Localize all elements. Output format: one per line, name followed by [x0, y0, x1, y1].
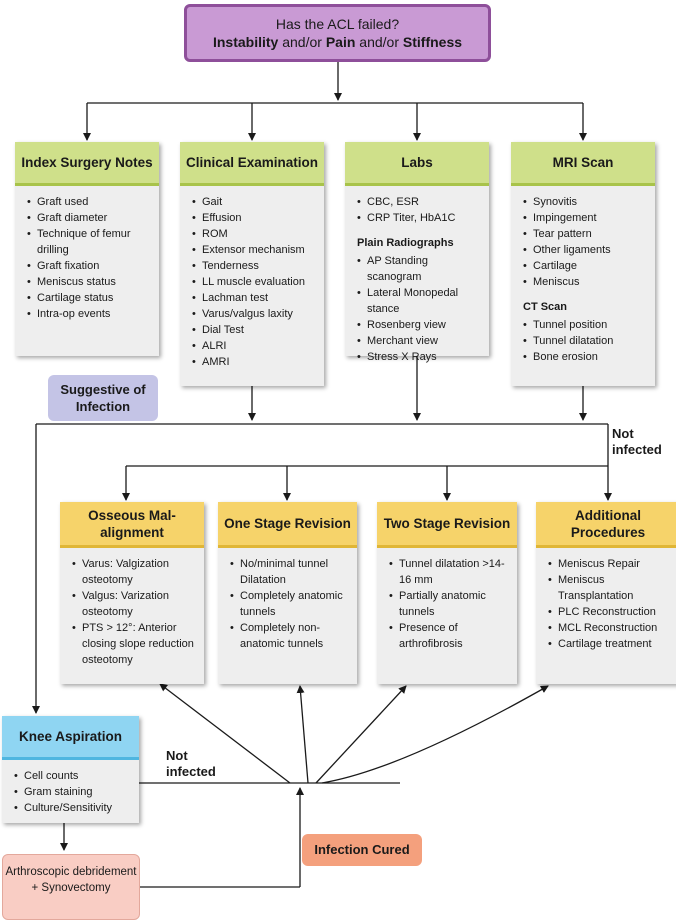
card-title: Index Surgery Notes — [15, 142, 159, 186]
card-one-stage-revision: One Stage Revision No/minimal tunnel Dil… — [218, 502, 357, 684]
card-list: SynovitisImpingementTear patternOther li… — [511, 186, 655, 296]
list-item: Other ligaments — [523, 242, 649, 258]
list-item: CBC, ESR — [357, 194, 483, 210]
list-item: Tear pattern — [523, 226, 649, 242]
list-item: Extensor mechanism — [192, 242, 318, 258]
list-item: Culture/Sensitivity — [14, 800, 133, 816]
list-item: Merchant view — [357, 333, 483, 349]
list-item: Synovitis — [523, 194, 649, 210]
list-item: Tunnel dilatation >14-16 mm — [389, 556, 511, 588]
list-item: AP Standing scanogram — [357, 253, 483, 285]
conjunction: and/or — [355, 34, 403, 50]
list-item: Cell counts — [14, 768, 133, 784]
card-list: No/minimal tunnel DilatationCompletely a… — [218, 548, 357, 658]
list-item: No/minimal tunnel Dilatation — [230, 556, 351, 588]
card-list: Graft usedGraft diameterTechnique of fem… — [15, 186, 159, 328]
list-item: Meniscus Repair — [548, 556, 674, 572]
card-list: Varus: Valgization osteotomyValgus: Vari… — [60, 548, 204, 674]
symptom-pain: Pain — [325, 34, 356, 50]
list-item: AMRI — [192, 354, 318, 370]
list-item: Gram staining — [14, 784, 133, 800]
list-item: Meniscus — [523, 274, 649, 290]
symptom-instability: Instability — [212, 34, 279, 50]
list-item: Cartilage treatment — [548, 636, 674, 652]
list-item: ROM — [192, 226, 318, 242]
list-item: PTS > 12°: Anterior closing slope reduct… — [72, 620, 198, 668]
card-title: One Stage Revision — [218, 502, 357, 548]
list-item: Stress X Rays — [357, 349, 483, 365]
list-item: Varus: Valgization osteotomy — [72, 556, 198, 588]
card-two-stage-revision: Two Stage Revision Tunnel dilatation >14… — [377, 502, 517, 684]
list-item: Bone erosion — [523, 349, 649, 365]
card-mri-scan: MRI Scan SynovitisImpingementTear patter… — [511, 142, 655, 386]
list-item: LL muscle evaluation — [192, 274, 318, 290]
list-item: Graft diameter — [27, 210, 153, 226]
list-item: Meniscus status — [27, 274, 153, 290]
card-subtitle: CT Scan — [523, 301, 568, 313]
card-title: Two Stage Revision — [377, 502, 517, 548]
card-title: MRI Scan — [511, 142, 655, 186]
suggestive-of-infection-label: Suggestive of Infection — [48, 375, 158, 421]
card-sublist: AP Standing scanogramLateral Monopedal s… — [345, 251, 489, 371]
conjunction: and/or — [278, 34, 326, 50]
list-item: PLC Reconstruction — [548, 604, 674, 620]
card-list: Tunnel dilatation >14-16 mmPartially ana… — [377, 548, 517, 658]
card-clinical-examination: Clinical Examination GaitEffusionROMExte… — [180, 142, 324, 386]
list-item: Completely non-anatomic tunnels — [230, 620, 351, 652]
list-item: ALRI — [192, 338, 318, 354]
list-item: Gait — [192, 194, 318, 210]
not-infected-label-top: Not infected — [612, 426, 662, 457]
card-list: Cell countsGram stainingCulture/Sensitiv… — [2, 760, 139, 822]
arthroscopic-debridement-box: Arthroscopic debridement + Synovectomy — [2, 854, 140, 920]
card-index-surgery-notes: Index Surgery Notes Graft usedGraft diam… — [15, 142, 159, 356]
list-item: Cartilage status — [27, 290, 153, 306]
list-item: Lateral Monopedal stance — [357, 285, 483, 317]
list-item: Graft used — [27, 194, 153, 210]
acl-failed-symptoms: Instability and/or Pain and/or Stiffness — [187, 33, 488, 51]
list-item: Graft fixation — [27, 258, 153, 274]
card-title: Osseous Mal-alignment — [60, 502, 204, 548]
card-labs: Labs CBC, ESRCRP Titer, HbA1C Plain Radi… — [345, 142, 489, 365]
list-item: Tunnel position — [523, 317, 649, 333]
card-osseous-malalignment: Osseous Mal-alignment Varus: Valgization… — [60, 502, 204, 684]
card-knee-aspiration: Knee Aspiration Cell countsGram staining… — [2, 716, 139, 823]
card-list: CBC, ESRCRP Titer, HbA1C — [345, 186, 489, 232]
list-item: Tenderness — [192, 258, 318, 274]
infection-cured-label: Infection Cured — [302, 834, 422, 866]
not-infected-label-bottom: Not infected — [166, 748, 216, 779]
acl-failed-box: Has the ACL failed? Instability and/or P… — [184, 4, 491, 62]
list-item: Intra-op events — [27, 306, 153, 322]
list-item: Tunnel dilatation — [523, 333, 649, 349]
list-item: CRP Titer, HbA1C — [357, 210, 483, 226]
list-item: Dial Test — [192, 322, 318, 338]
list-item: MCL Reconstruction — [548, 620, 674, 636]
list-item: Completely anatomic tunnels — [230, 588, 351, 620]
acl-failed-question: Has the ACL failed? — [275, 16, 400, 32]
list-item: Varus/valgus laxity — [192, 306, 318, 322]
list-item: Partially anatomic tunnels — [389, 588, 511, 620]
symptom-stiffness: Stiffness — [402, 34, 463, 50]
card-additional-procedures: Additional Procedures Meniscus RepairMen… — [536, 502, 676, 684]
card-title: Labs — [345, 142, 489, 186]
list-item: Lachman test — [192, 290, 318, 306]
list-item: Presence of arthrofibrosis — [389, 620, 511, 652]
list-item: Valgus: Varization osteotomy — [72, 588, 198, 620]
card-list: Meniscus RepairMeniscus TransplantationP… — [536, 548, 676, 658]
list-item: Meniscus Transplantation — [548, 572, 674, 604]
list-item: Impingement — [523, 210, 649, 226]
card-title: Knee Aspiration — [2, 716, 139, 760]
list-item: Cartilage — [523, 258, 649, 274]
list-item: Effusion — [192, 210, 318, 226]
card-list: GaitEffusionROMExtensor mechanismTendern… — [180, 186, 324, 376]
list-item: Rosenberg view — [357, 317, 483, 333]
list-item: Technique of femur drilling — [27, 226, 153, 258]
card-sublist: Tunnel positionTunnel dilatationBone ero… — [511, 315, 655, 371]
card-subtitle: Plain Radiographs — [357, 237, 454, 249]
card-title: Clinical Examination — [180, 142, 324, 186]
card-title: Additional Procedures — [536, 502, 676, 548]
